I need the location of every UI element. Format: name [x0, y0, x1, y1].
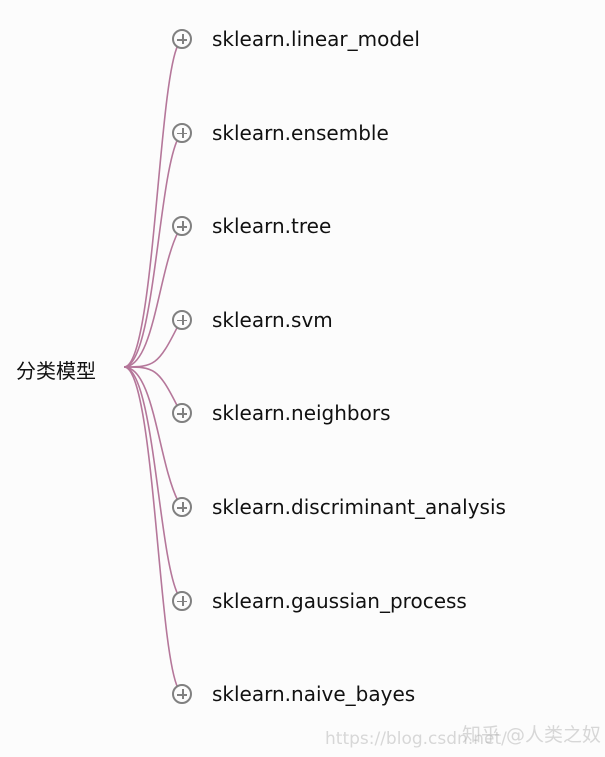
child-node[interactable]: sklearn.ensemble — [172, 119, 389, 147]
child-node[interactable]: sklearn.neighbors — [172, 399, 391, 427]
link-line — [123, 366, 179, 408]
link-line — [123, 366, 179, 689]
child-node-label: sklearn.svm — [212, 307, 333, 332]
child-node[interactable]: sklearn.linear_model — [172, 25, 420, 53]
child-node-label: sklearn.gaussian_process — [212, 588, 467, 613]
child-node[interactable]: sklearn.gaussian_process — [172, 587, 467, 615]
expand-plus-icon[interactable] — [172, 497, 192, 517]
link-line — [123, 366, 179, 595]
child-node-label: sklearn.discriminant_analysis — [212, 495, 506, 519]
child-node-label: sklearn.neighbors — [212, 401, 391, 426]
child-node-label: sklearn.linear_model — [212, 27, 420, 51]
expand-plus-icon[interactable] — [172, 403, 192, 424]
expand-plus-icon[interactable] — [172, 29, 192, 49]
expand-plus-icon[interactable] — [172, 216, 192, 237]
child-node-label: sklearn.naive_bayes — [212, 682, 416, 707]
child-node[interactable]: sklearn.discriminant_analysis — [172, 493, 506, 521]
expand-plus-icon[interactable] — [172, 122, 192, 143]
link-line — [123, 44, 179, 368]
child-node[interactable]: sklearn.svm — [172, 306, 333, 334]
child-node-label: sklearn.ensemble — [212, 120, 389, 145]
expand-plus-icon[interactable] — [172, 684, 192, 705]
link-line — [123, 231, 179, 368]
link-line — [123, 138, 179, 368]
watermark-zhihu: 知乎 @人类之奴 — [462, 724, 602, 746]
watermark-csdn: https://blog.csdn.net/ — [325, 729, 507, 749]
root-node[interactable]: 分类模型 — [16, 359, 96, 383]
link-line — [123, 366, 179, 502]
child-node[interactable]: sklearn.naive_bayes — [172, 680, 415, 708]
expand-plus-icon[interactable] — [172, 309, 192, 330]
expand-plus-icon[interactable] — [172, 590, 192, 611]
child-node[interactable]: sklearn.tree — [172, 212, 331, 240]
child-node-label: sklearn.tree — [212, 214, 332, 239]
